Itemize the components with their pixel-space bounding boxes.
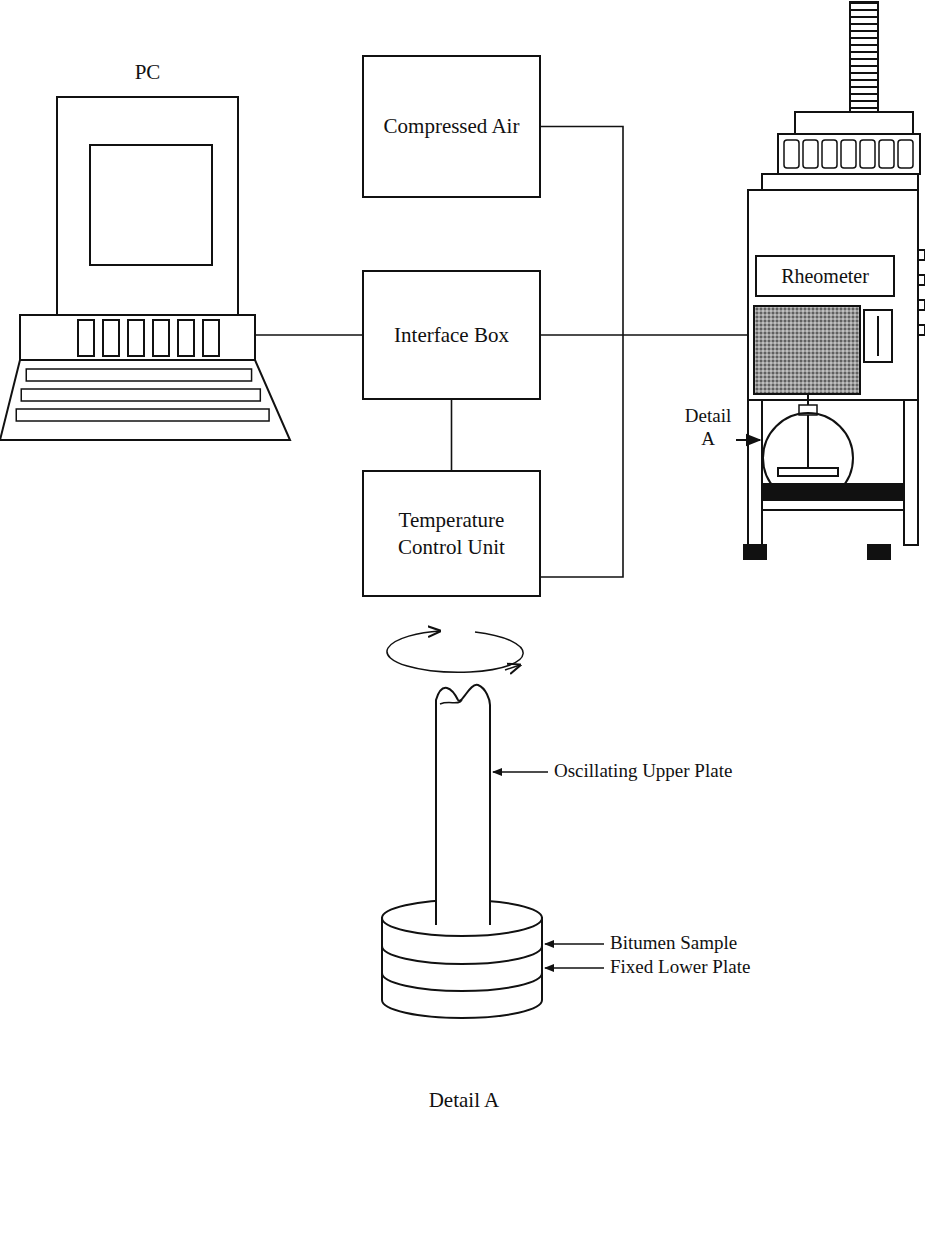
connector-line [451, 400, 453, 470]
node-label: Interface Box [394, 322, 509, 348]
rheometer-instrument [744, 2, 925, 559]
detail-callout: Detail A [680, 405, 736, 451]
node-label: Temperature Control Unit [387, 507, 517, 560]
computer-node: PC [40, 60, 255, 360]
detail-caption: Detail A [392, 1088, 536, 1113]
process-box: Compressed Air [362, 55, 541, 198]
connector-line [541, 127, 623, 578]
node-label: Compressed Air [384, 113, 520, 139]
ridge [898, 140, 913, 168]
node-label: PC [40, 60, 255, 85]
drive-slot [153, 320, 169, 356]
process-box: Temperature Control Unit [362, 470, 541, 597]
drive-slot [78, 320, 94, 356]
drive-slot [178, 320, 194, 356]
part-label: Fixed Lower Plate [608, 956, 752, 979]
drive-slot [103, 320, 119, 356]
part-label: Oscillating Upper Plate [552, 760, 734, 783]
ridge [784, 140, 799, 168]
rotation-arrow [387, 631, 523, 672]
leader-arrow [735, 439, 760, 441]
process-box: Interface Box [362, 270, 541, 400]
ridge [841, 140, 856, 168]
key-row [21, 389, 260, 401]
leader-arrows [493, 772, 604, 968]
computer [0, 97, 290, 440]
part-label: Bitumen Sample [608, 932, 739, 955]
node-label: Rheometer [755, 255, 895, 297]
key-row [16, 409, 269, 421]
connector-line [541, 334, 748, 336]
drive-slot [128, 320, 144, 356]
ridge [879, 140, 894, 168]
key-row [26, 369, 251, 381]
connector-line [255, 334, 362, 336]
ridge [822, 140, 837, 168]
plate-assembly [382, 685, 542, 1018]
drive-slot [203, 320, 219, 356]
ridge [803, 140, 818, 168]
instrument-node: Rheometer [748, 190, 918, 565]
ridge [860, 140, 875, 168]
